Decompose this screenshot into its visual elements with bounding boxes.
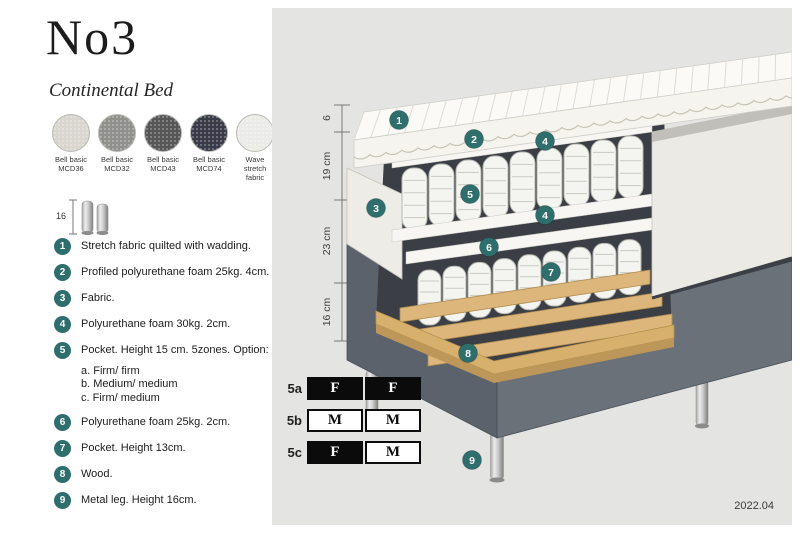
firmness-row-5b: 5b M M — [278, 409, 421, 432]
svg-text:6: 6 — [486, 242, 492, 254]
diagram-badge-4a: 4 — [535, 131, 555, 151]
firmness-bar: M M — [307, 409, 421, 432]
legend-badge-8: 8 — [54, 466, 71, 484]
diagram-badges: 1 2 3 4 4 5 6 7 8 9 — [366, 110, 561, 470]
firmness-row-label: 5a — [287, 381, 302, 396]
dimension-label-19cm: 19 cm — [321, 151, 333, 180]
bed-cutaway-illustration: 6 19 cm 23 cm 16 cm — [321, 51, 792, 483]
firmness-bar: F F — [307, 377, 421, 400]
legend-badge-2: 2 — [54, 264, 71, 281]
top-mattress — [353, 51, 792, 169]
dimension-label-16cm: 16 cm — [321, 297, 333, 326]
diagram-badge-8: 8 — [458, 343, 478, 363]
svg-text:5: 5 — [467, 189, 473, 201]
svg-text:3: 3 — [373, 203, 379, 215]
legend-badge-6: 6 — [54, 414, 71, 432]
svg-text:9: 9 — [469, 455, 475, 467]
svg-text:8: 8 — [465, 348, 471, 360]
svg-text:4: 4 — [542, 210, 548, 222]
leg-height-value: 16 — [56, 211, 66, 221]
product-title: No3 — [46, 9, 139, 65]
dimension-label-23cm: 23 cm — [321, 226, 333, 255]
legend-badge-5: 5 — [54, 342, 71, 359]
wood-slats — [399, 269, 673, 367]
diagram-badge-1: 1 — [389, 110, 409, 130]
middle-mattress — [346, 103, 792, 300]
option-c: c. Firm/ medium — [81, 391, 160, 404]
firmness-cell: M — [365, 409, 421, 432]
dimension-label-top: 6 — [321, 115, 333, 121]
fabric-swatch-circle — [236, 114, 274, 152]
legend-badge-9: 9 — [54, 492, 71, 510]
svg-text:1: 1 — [396, 115, 402, 127]
diagram-badge-7: 7 — [541, 262, 561, 282]
firmness-cell: M — [365, 441, 421, 464]
firmness-row-label: 5c — [287, 445, 302, 460]
legend-badge-1: 1 — [54, 238, 71, 255]
fabric-swatch-circle — [190, 114, 228, 152]
firmness-bar: F M — [307, 441, 421, 464]
wood-frame-rim — [375, 310, 675, 383]
version-label: 2022.04 — [734, 500, 774, 512]
firmness-cell: F — [307, 441, 363, 464]
diagram-badge-4b: 4 — [535, 205, 555, 225]
fabric-swatch-circle — [98, 114, 136, 152]
top-mattress-front-face — [353, 77, 792, 169]
legend-item-5-options: a. Firm/ firm b. Medium/ medium c. Firm/… — [81, 365, 278, 405]
fabric-swatch-circle — [52, 114, 90, 152]
firmness-cell: F — [365, 377, 421, 400]
quilt-stitch-lines — [353, 52, 792, 141]
option-b: b. Medium/ medium — [81, 378, 178, 391]
leg-icon — [81, 200, 109, 235]
middle-mattress-fabric-side — [346, 167, 403, 280]
firmness-row-5c: 5c F M — [278, 441, 421, 464]
svg-text:4: 4 — [542, 136, 548, 148]
firmness-row-5a: 5a F F — [278, 377, 421, 400]
middle-mattress-right-side — [651, 103, 792, 299]
leg-height-figure: 16 — [52, 192, 126, 245]
diagram-panel: 6 19 cm 23 cm 16 cm — [272, 8, 792, 525]
svg-text:7: 7 — [548, 267, 554, 279]
diagram-badge-9: 9 — [462, 450, 482, 470]
legend-badge-7: 7 — [54, 440, 71, 458]
fabric-swatch-circle — [144, 114, 182, 152]
diagram-badge-3: 3 — [366, 198, 386, 218]
legend-badge-4: 4 — [54, 316, 71, 333]
product-subtitle: Continental Bed — [49, 80, 174, 101]
legend-badge-3: 3 — [54, 290, 71, 307]
firmness-cell: F — [307, 377, 363, 400]
diagram-badge-2: 2 — [464, 129, 484, 149]
svg-text:2: 2 — [471, 134, 477, 146]
firmness-row-label: 5b — [286, 413, 302, 428]
firmness-cell: M — [307, 409, 363, 432]
diagram-badge-6: 6 — [479, 237, 499, 257]
option-a: a. Firm/ firm — [81, 365, 140, 377]
diagram-badge-5: 5 — [460, 184, 480, 204]
leg-height-figure-drawing: 16 — [56, 199, 109, 235]
